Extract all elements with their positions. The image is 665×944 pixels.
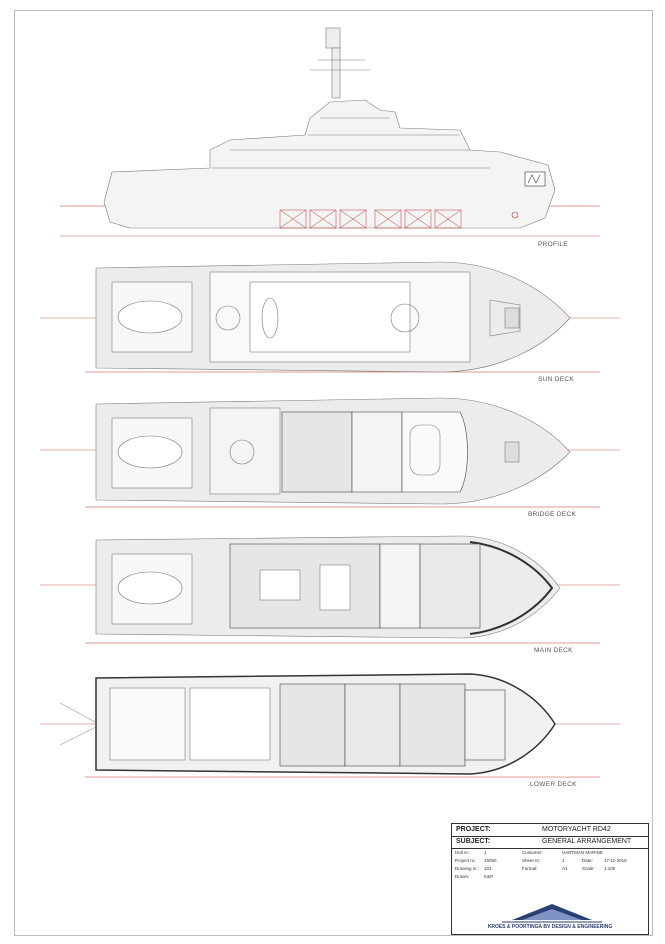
scale-label: Scale: [582, 866, 595, 871]
date-label: Date: [582, 858, 593, 863]
drawn-value: K&P [484, 874, 494, 879]
subject-label: SUBJECT: [456, 838, 491, 845]
title-block: PROJECT: MOTORYACHT RD42 SUBJECT: GENERA… [451, 823, 649, 935]
sheet-value: 1 [562, 858, 565, 863]
project-nr-value: 15050 [484, 858, 497, 863]
main-deck-label: MAIN DECK [534, 647, 573, 654]
project-value: MOTORYACHT RD42 [542, 826, 611, 833]
bridge-deck-label: BRIDGE DECK [528, 511, 577, 518]
drawn-label: Drawn: [455, 874, 470, 879]
sun-deck-view [40, 261, 620, 373]
bridge-deck-view [40, 397, 620, 508]
project-label: PROJECT: [456, 826, 491, 833]
sun-deck-label: SUN DECK [538, 376, 574, 383]
main-deck-view [40, 535, 620, 644]
drawing-label: Drawing nr.: [455, 866, 480, 871]
scale-value: 1:100 [604, 866, 616, 871]
hull-label: Hull nr.: [455, 850, 471, 855]
date-value: 17-11-2015 [604, 858, 627, 863]
sheet-label: Sheet nr.: [522, 858, 542, 863]
company-logo [502, 904, 602, 923]
hull-value: 1 [484, 850, 487, 855]
project-row: PROJECT: MOTORYACHT RD42 [452, 824, 648, 837]
profile-label: PROFILE [538, 241, 568, 248]
customer-value: HARTMAN MARINE [562, 850, 603, 855]
company-name: KROES & POORTINGA BV DESIGN & ENGINEERIN… [487, 924, 613, 930]
drawing-value: 101 [484, 866, 492, 871]
subject-value: GENERAL ARRANGEMENT [542, 838, 632, 845]
profile-view [60, 27, 600, 237]
format-label: Format: [522, 866, 538, 871]
subject-row: SUBJECT: GENERAL ARRANGEMENT [452, 836, 648, 849]
customer-label: Customer: [522, 850, 543, 855]
lower-deck-label: LOWER DECK [530, 781, 577, 788]
project-nr-label: Project nr.: [455, 858, 477, 863]
lower-deck-view [40, 673, 620, 778]
format-value: A1 [562, 866, 568, 871]
